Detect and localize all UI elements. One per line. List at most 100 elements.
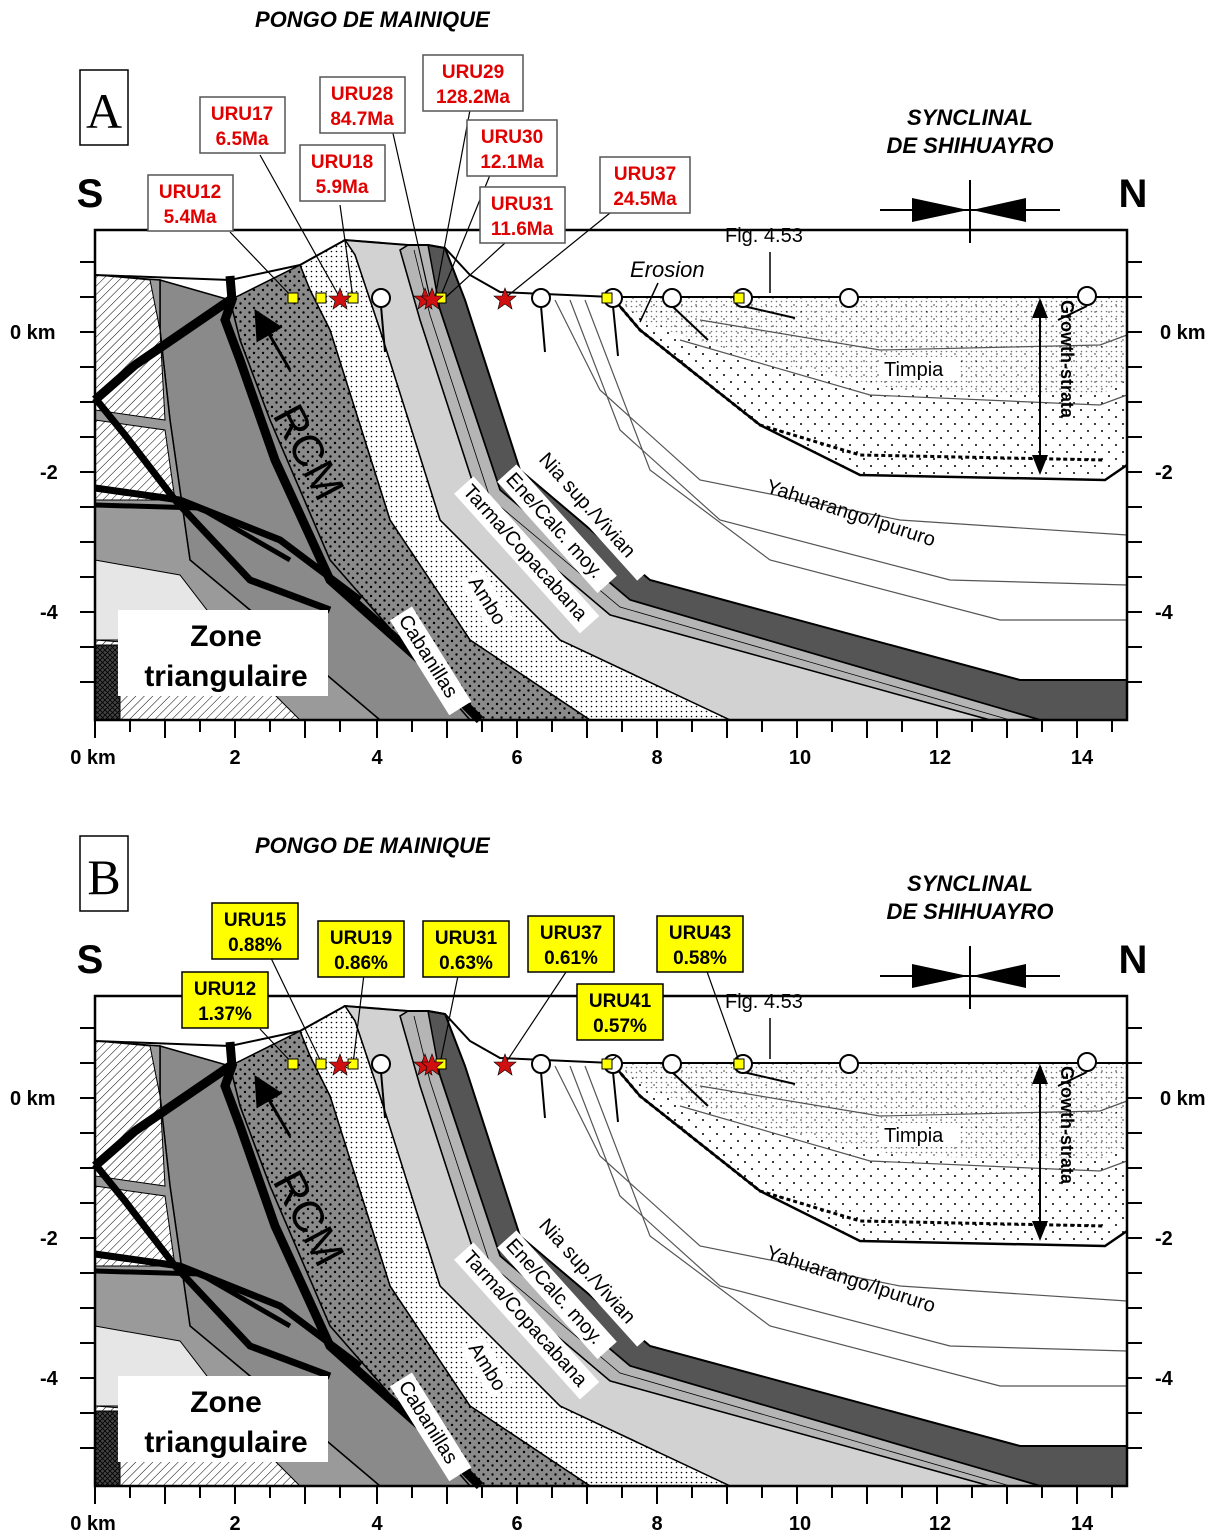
x-label-12: 12: [929, 747, 951, 769]
svg-text:URU12: URU12: [159, 182, 221, 203]
figure-reference: Fig. 4.53: [725, 991, 803, 1013]
svg-text:0.58%: 0.58%: [673, 948, 727, 969]
panel-letter: B: [87, 849, 120, 905]
syncline-title-line2: DE SHIHUAYRO: [886, 899, 1053, 924]
panel-letter: A: [86, 83, 122, 139]
erosion-label: Erosion: [630, 257, 705, 282]
y-label-right-2: -2: [1155, 1228, 1173, 1250]
syncline-title-line1: SYNCLINAL: [907, 871, 1033, 896]
panel-b: B PONGO DE MAINIQUE SYNCLINAL DE SHIHUAY…: [10, 833, 1206, 1535]
x-label-2: 2: [229, 1513, 240, 1535]
svg-text:1.37%: 1.37%: [198, 1004, 252, 1025]
sample-label-uru18: URU18 5.9Ma: [299, 144, 386, 202]
timpia-label: Timpia: [884, 359, 944, 381]
south-label: S: [77, 938, 104, 982]
svg-text:URU37: URU37: [540, 923, 602, 944]
syncline-title-line2: DE SHIHUAYRO: [886, 133, 1053, 158]
y-label-left-4: -4: [40, 602, 59, 624]
svg-text:84.7Ma: 84.7Ma: [330, 109, 394, 130]
svg-text:12.1Ma: 12.1Ma: [480, 152, 544, 173]
svg-text:URU30: URU30: [481, 127, 543, 148]
sample-label-uru12-b: URU12 1.37%: [181, 971, 269, 1029]
y-label-left-0: 0 km: [10, 322, 56, 344]
panel-letter-box: [79, 835, 129, 912]
timpia-label: Timpia: [884, 1125, 944, 1147]
svg-text:0.86%: 0.86%: [334, 953, 388, 974]
sample-label-uru37-a: URU37 24.5Ma: [599, 156, 691, 214]
zone-label-1: Zone: [190, 620, 262, 653]
sample-label-uru31-b: URU31 0.63%: [422, 920, 510, 978]
svg-text:URU31: URU31: [491, 194, 554, 215]
svg-text:11.6Ma: 11.6Ma: [491, 219, 554, 240]
sample-label-uru19: URU19 0.86%: [317, 920, 405, 978]
growth-strata-label: Growth-strata: [1057, 300, 1077, 419]
svg-text:URU17: URU17: [211, 104, 273, 125]
y-label-left-2: -2: [40, 462, 58, 484]
sample-label-uru37-b: URU37 0.61%: [527, 915, 615, 973]
sample-label-uru31-a: URU31 11.6Ma: [479, 186, 566, 244]
growth-strata-label: Growth-strata: [1057, 1066, 1077, 1185]
svg-text:5.9Ma: 5.9Ma: [316, 177, 369, 198]
svg-text:URU18: URU18: [311, 152, 373, 173]
sample-label-uru28: URU28 84.7Ma: [319, 76, 406, 134]
x-label-2: 2: [229, 747, 240, 769]
x-label-12: 12: [929, 1513, 951, 1535]
svg-text:0.63%: 0.63%: [439, 953, 493, 974]
y-label-left-0: 0 km: [10, 1088, 56, 1110]
sample-label-uru29: URU29 128.2Ma: [422, 54, 524, 112]
svg-text:0.57%: 0.57%: [593, 1016, 647, 1037]
sample-label-uru12-a: URU12 5.4Ma: [147, 174, 234, 232]
x-label-8: 8: [651, 1513, 662, 1535]
location-title: PONGO DE MAINIQUE: [255, 833, 491, 858]
y-label-left-4: -4: [40, 1368, 59, 1390]
y-label-left-2: -2: [40, 1228, 58, 1250]
zone-label-2: triangulaire: [144, 1426, 307, 1459]
svg-text:5.4Ma: 5.4Ma: [164, 207, 217, 228]
svg-text:0.61%: 0.61%: [544, 948, 598, 969]
svg-text:URU15: URU15: [224, 910, 287, 931]
svg-text:0.88%: 0.88%: [228, 935, 282, 956]
svg-text:URU19: URU19: [330, 928, 392, 949]
y-label-right-4: -4: [1155, 602, 1174, 624]
svg-text:128.2Ma: 128.2Ma: [436, 87, 510, 108]
x-label-10: 10: [789, 1513, 811, 1535]
sample-label-uru17: URU17 6.5Ma: [199, 96, 286, 154]
svg-text:URU37: URU37: [614, 164, 676, 185]
sample-markers-a: [287, 287, 745, 310]
svg-text:URU12: URU12: [194, 979, 256, 1000]
svg-text:URU28: URU28: [331, 84, 393, 105]
x-label-8: 8: [651, 747, 662, 769]
x-label-4: 4: [371, 1513, 383, 1535]
sample-markers-b: [287, 1053, 745, 1076]
north-label: N: [1119, 172, 1148, 216]
svg-text:24.5Ma: 24.5Ma: [613, 189, 677, 210]
location-title: PONGO DE MAINIQUE: [255, 7, 491, 32]
y-label-right-2: -2: [1155, 462, 1173, 484]
sample-label-uru41: URU41 0.57%: [576, 983, 664, 1041]
svg-text:URU41: URU41: [589, 991, 652, 1012]
x-label-0: 0 km: [70, 1513, 116, 1535]
zone-label-1: Zone: [190, 1386, 262, 1419]
panel-letter-box: [79, 69, 129, 146]
sample-label-uru43: URU43 0.58%: [656, 915, 744, 973]
y-label-right-0: 0 km: [1160, 1088, 1206, 1110]
svg-text:URU43: URU43: [669, 923, 731, 944]
y-label-right-0: 0 km: [1160, 322, 1206, 344]
x-label-14: 14: [1071, 747, 1094, 769]
zone-label-2: triangulaire: [144, 660, 307, 693]
figure-reference: Fig. 4.53: [725, 225, 803, 247]
north-label: N: [1119, 938, 1148, 982]
x-label-6: 6: [511, 1513, 522, 1535]
x-label-14: 14: [1071, 1513, 1094, 1535]
svg-text:URU29: URU29: [442, 62, 504, 83]
syncline-title-line1: SYNCLINAL: [907, 105, 1033, 130]
y-label-right-4: -4: [1155, 1368, 1174, 1390]
x-label-10: 10: [789, 747, 811, 769]
x-label-6: 6: [511, 747, 522, 769]
svg-text:URU31: URU31: [435, 928, 498, 949]
south-label: S: [77, 172, 104, 216]
panel-a: A PONGO DE MAINIQUE SYNCLINAL DE SHIHUAY…: [10, 7, 1206, 769]
x-label-4: 4: [371, 747, 383, 769]
svg-text:6.5Ma: 6.5Ma: [216, 129, 269, 150]
